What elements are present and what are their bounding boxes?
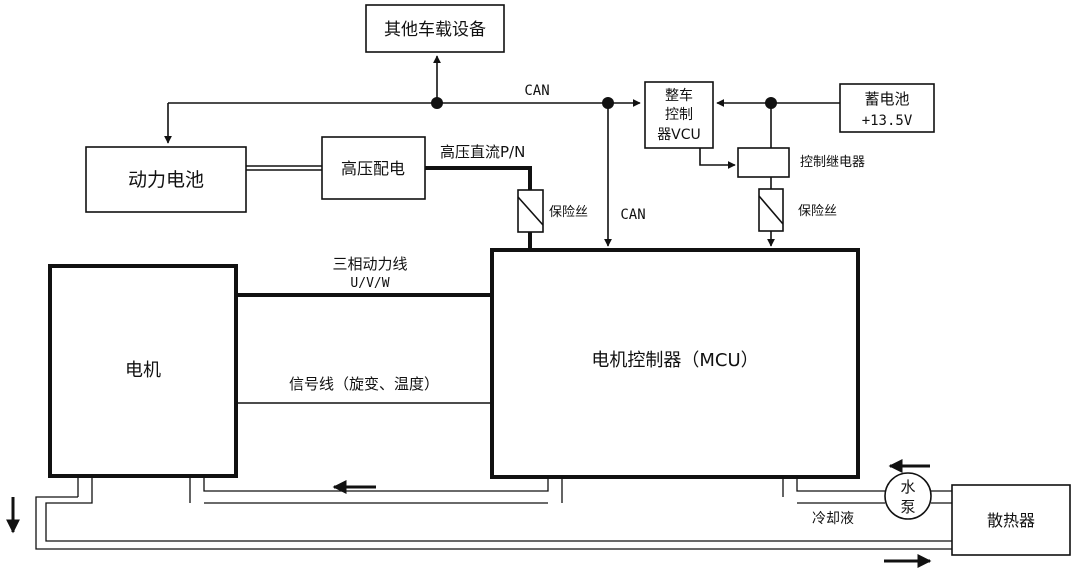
hv-distribution-label: 高压配电 bbox=[341, 159, 405, 178]
junction-dot bbox=[431, 97, 443, 109]
fuse-left-label: 保险丝 bbox=[549, 205, 588, 220]
power-battery-box bbox=[85, 146, 247, 213]
uvw-label: U/V/W bbox=[350, 276, 389, 291]
junction-dot bbox=[602, 97, 614, 109]
motor-box bbox=[48, 264, 238, 478]
mcu-box bbox=[490, 248, 860, 479]
water-pump-circle bbox=[884, 472, 932, 520]
signal-line-label: 信号线（旋变、温度） bbox=[289, 375, 439, 393]
motor-label: 电机 bbox=[125, 360, 161, 381]
coolant-label: 冷却液 bbox=[812, 511, 854, 527]
vcu-label-line3: 器VCU bbox=[657, 127, 701, 143]
mcu-coolant-port-1 bbox=[533, 477, 563, 503]
vcu-label-line1: 整车 bbox=[665, 87, 693, 104]
control-relay-label: 控制继电器 bbox=[800, 155, 865, 170]
motor-coolant-port-2 bbox=[189, 476, 220, 503]
coolant-return-inner bbox=[45, 497, 952, 542]
aux-battery-voltage: +13.5V bbox=[862, 113, 913, 129]
radiator-label: 散热器 bbox=[987, 511, 1035, 530]
coolant-return-outer bbox=[35, 496, 952, 550]
vcu-label-line2: 控制 bbox=[665, 107, 693, 123]
aux-battery-label: 蓄电池 bbox=[864, 90, 909, 108]
fuse-right-label: 保险丝 bbox=[798, 204, 837, 219]
water-pump-label-2: 泵 bbox=[900, 498, 915, 516]
radiator-box bbox=[951, 484, 1071, 556]
vcu-box bbox=[644, 81, 714, 149]
hv-dc-label: 高压直流P/N bbox=[440, 143, 525, 161]
can-top-label: CAN bbox=[524, 83, 549, 99]
fuse-right-symbol bbox=[758, 195, 784, 225]
aux-battery-box bbox=[839, 83, 935, 133]
mcu-label: 电机控制器（MCU） bbox=[591, 350, 758, 371]
other-devices-box bbox=[365, 4, 505, 53]
control-relay-box bbox=[737, 147, 790, 178]
water-pump-label-1: 水 bbox=[900, 478, 915, 496]
fuse-left-symbol bbox=[517, 196, 544, 226]
hv-distribution-box bbox=[321, 136, 426, 200]
can-vertical-label: CAN bbox=[620, 207, 645, 223]
other-devices-label: 其他车载设备 bbox=[384, 20, 486, 40]
three-phase-label: 三相动力线 bbox=[332, 255, 407, 273]
motor-coolant-port-1 bbox=[77, 476, 93, 497]
hv-dc-line bbox=[425, 166, 532, 190]
power-battery-label: 动力电池 bbox=[128, 169, 204, 191]
mcu-coolant-port-2 bbox=[782, 477, 813, 497]
vcu-to-relay-line bbox=[699, 148, 736, 169]
